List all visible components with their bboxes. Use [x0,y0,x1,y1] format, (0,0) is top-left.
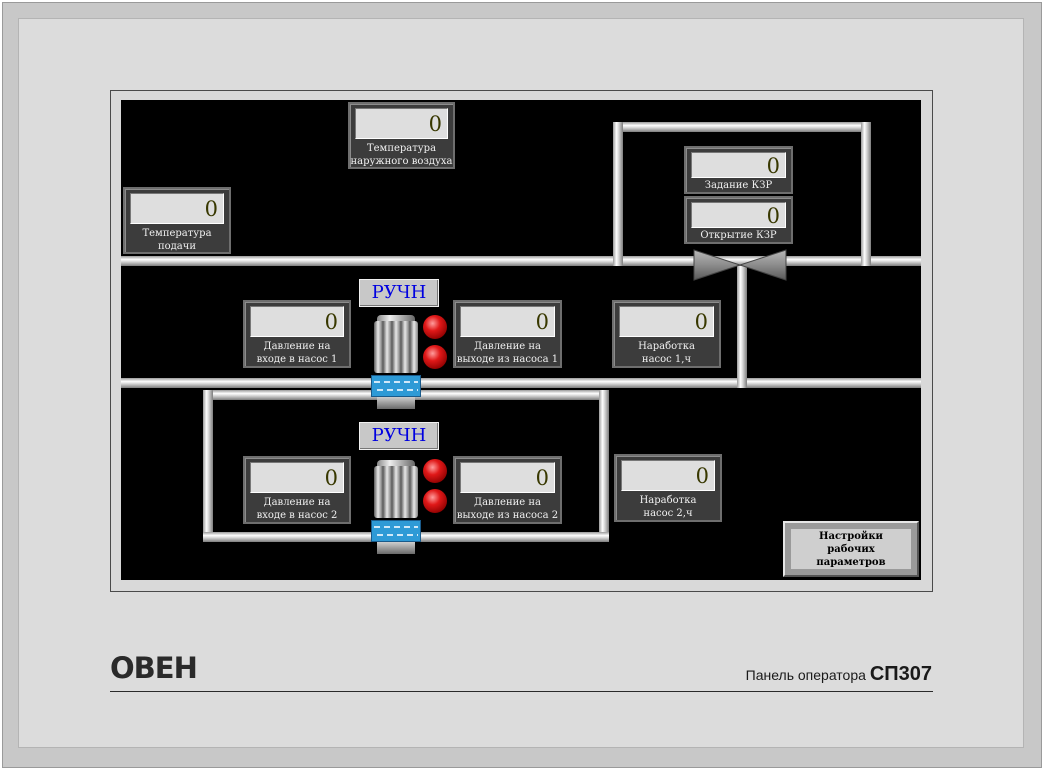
pump2-loop-right [599,390,609,542]
gauge-label: Задание КЗР [704,180,773,191]
water-tank-icon [371,375,421,397]
pump2-status-lamp-icon [423,459,447,483]
settings-button[interactable]: Настройки рабочих параметров [783,521,919,577]
hmi-screen: 0 Температура наружного воздуха 0 Темпер… [121,100,921,580]
gauge-pump2-outlet-pressure: 0 Давление на выходе из насоса 2 [453,456,562,524]
gauge-pump1-outlet-pressure: 0 Давление на выходе из насоса 1 [453,300,562,368]
divider [110,691,933,692]
bypass-pipe-left [613,122,623,266]
motor-base [377,542,415,554]
gauge-value: 0 [619,306,714,337]
gauge-pump2-hours: 0 Наработка насос 2,ч [614,454,722,522]
gauge-value: 0 [250,462,344,493]
pump1-status-lamp-icon [423,315,447,339]
gauge-value: 0 [355,108,448,139]
motor-cap [377,460,415,468]
settings-button-label: Настройки рабочих параметров [791,529,911,569]
gauge-value: 0 [621,460,715,491]
pump2-loop-left [203,390,213,542]
gauge-label: Давление на входе в насос 1 [256,341,338,365]
gauge-temp-outside: 0 Температура наружного воздуха [348,102,455,169]
valve-riser-pipe [737,266,747,388]
pump1-mode-button[interactable]: РУЧН [359,279,439,307]
gauge-label: Давление на выходе из насоса 2 [456,497,559,521]
gauge-label: Температура наружного воздуха [350,143,453,167]
gauge-pump2-inlet-pressure: 0 Давление на входе в насос 2 [243,456,351,524]
pump2-motor-icon[interactable] [371,460,421,560]
gauge-value: 0 [460,306,555,337]
valve-icon[interactable] [692,248,788,282]
gauge-label: Давление на выходе из насоса 1 [456,341,559,365]
pump1-motor-icon[interactable] [371,315,421,415]
water-tank-icon [371,520,421,542]
gauge-value: 0 [691,152,786,178]
gauge-value: 0 [130,193,224,224]
pump2-fault-lamp-icon [423,489,447,513]
gauge-label: Открытие КЗР [700,230,777,241]
gauge-label: Давление на входе в насос 2 [256,497,338,521]
motor-icon [374,466,418,518]
gauge-pump1-hours: 0 Наработка насос 1,ч [612,300,721,368]
model-prefix: Панель оператора [745,667,866,683]
gauge-pump1-inlet-pressure: 0 Давление на входе в насос 1 [243,300,351,368]
motor-icon [374,321,418,373]
bypass-pipe-top [613,122,871,132]
pump1-fault-lamp-icon [423,345,447,369]
brand-logo: ОВЕН [110,651,198,685]
gauge-temp-supply: 0 Температура подачи [123,187,231,254]
gauge-value: 0 [250,306,344,337]
panel-model: Панель оператора СП307 [700,662,932,687]
supply-pipe [121,256,921,266]
motor-base [377,397,415,409]
gauge-label: Наработка насос 2,ч [639,495,697,519]
gauge-kzr-opening: 0 Открытие КЗР [684,196,793,244]
header-pipe-1 [121,378,921,388]
bypass-pipe-right [861,122,871,266]
pump2-mode-button[interactable]: РУЧН [359,422,439,450]
motor-cap [377,315,415,323]
gauge-label: Температура подачи [142,228,212,252]
gauge-value: 0 [691,202,786,228]
gauge-value: 0 [460,462,555,493]
gauge-label: Наработка насос 1,ч [638,341,695,365]
gauge-kzr-setpoint: 0 Задание КЗР [684,146,793,194]
model-name: СП307 [869,663,932,685]
